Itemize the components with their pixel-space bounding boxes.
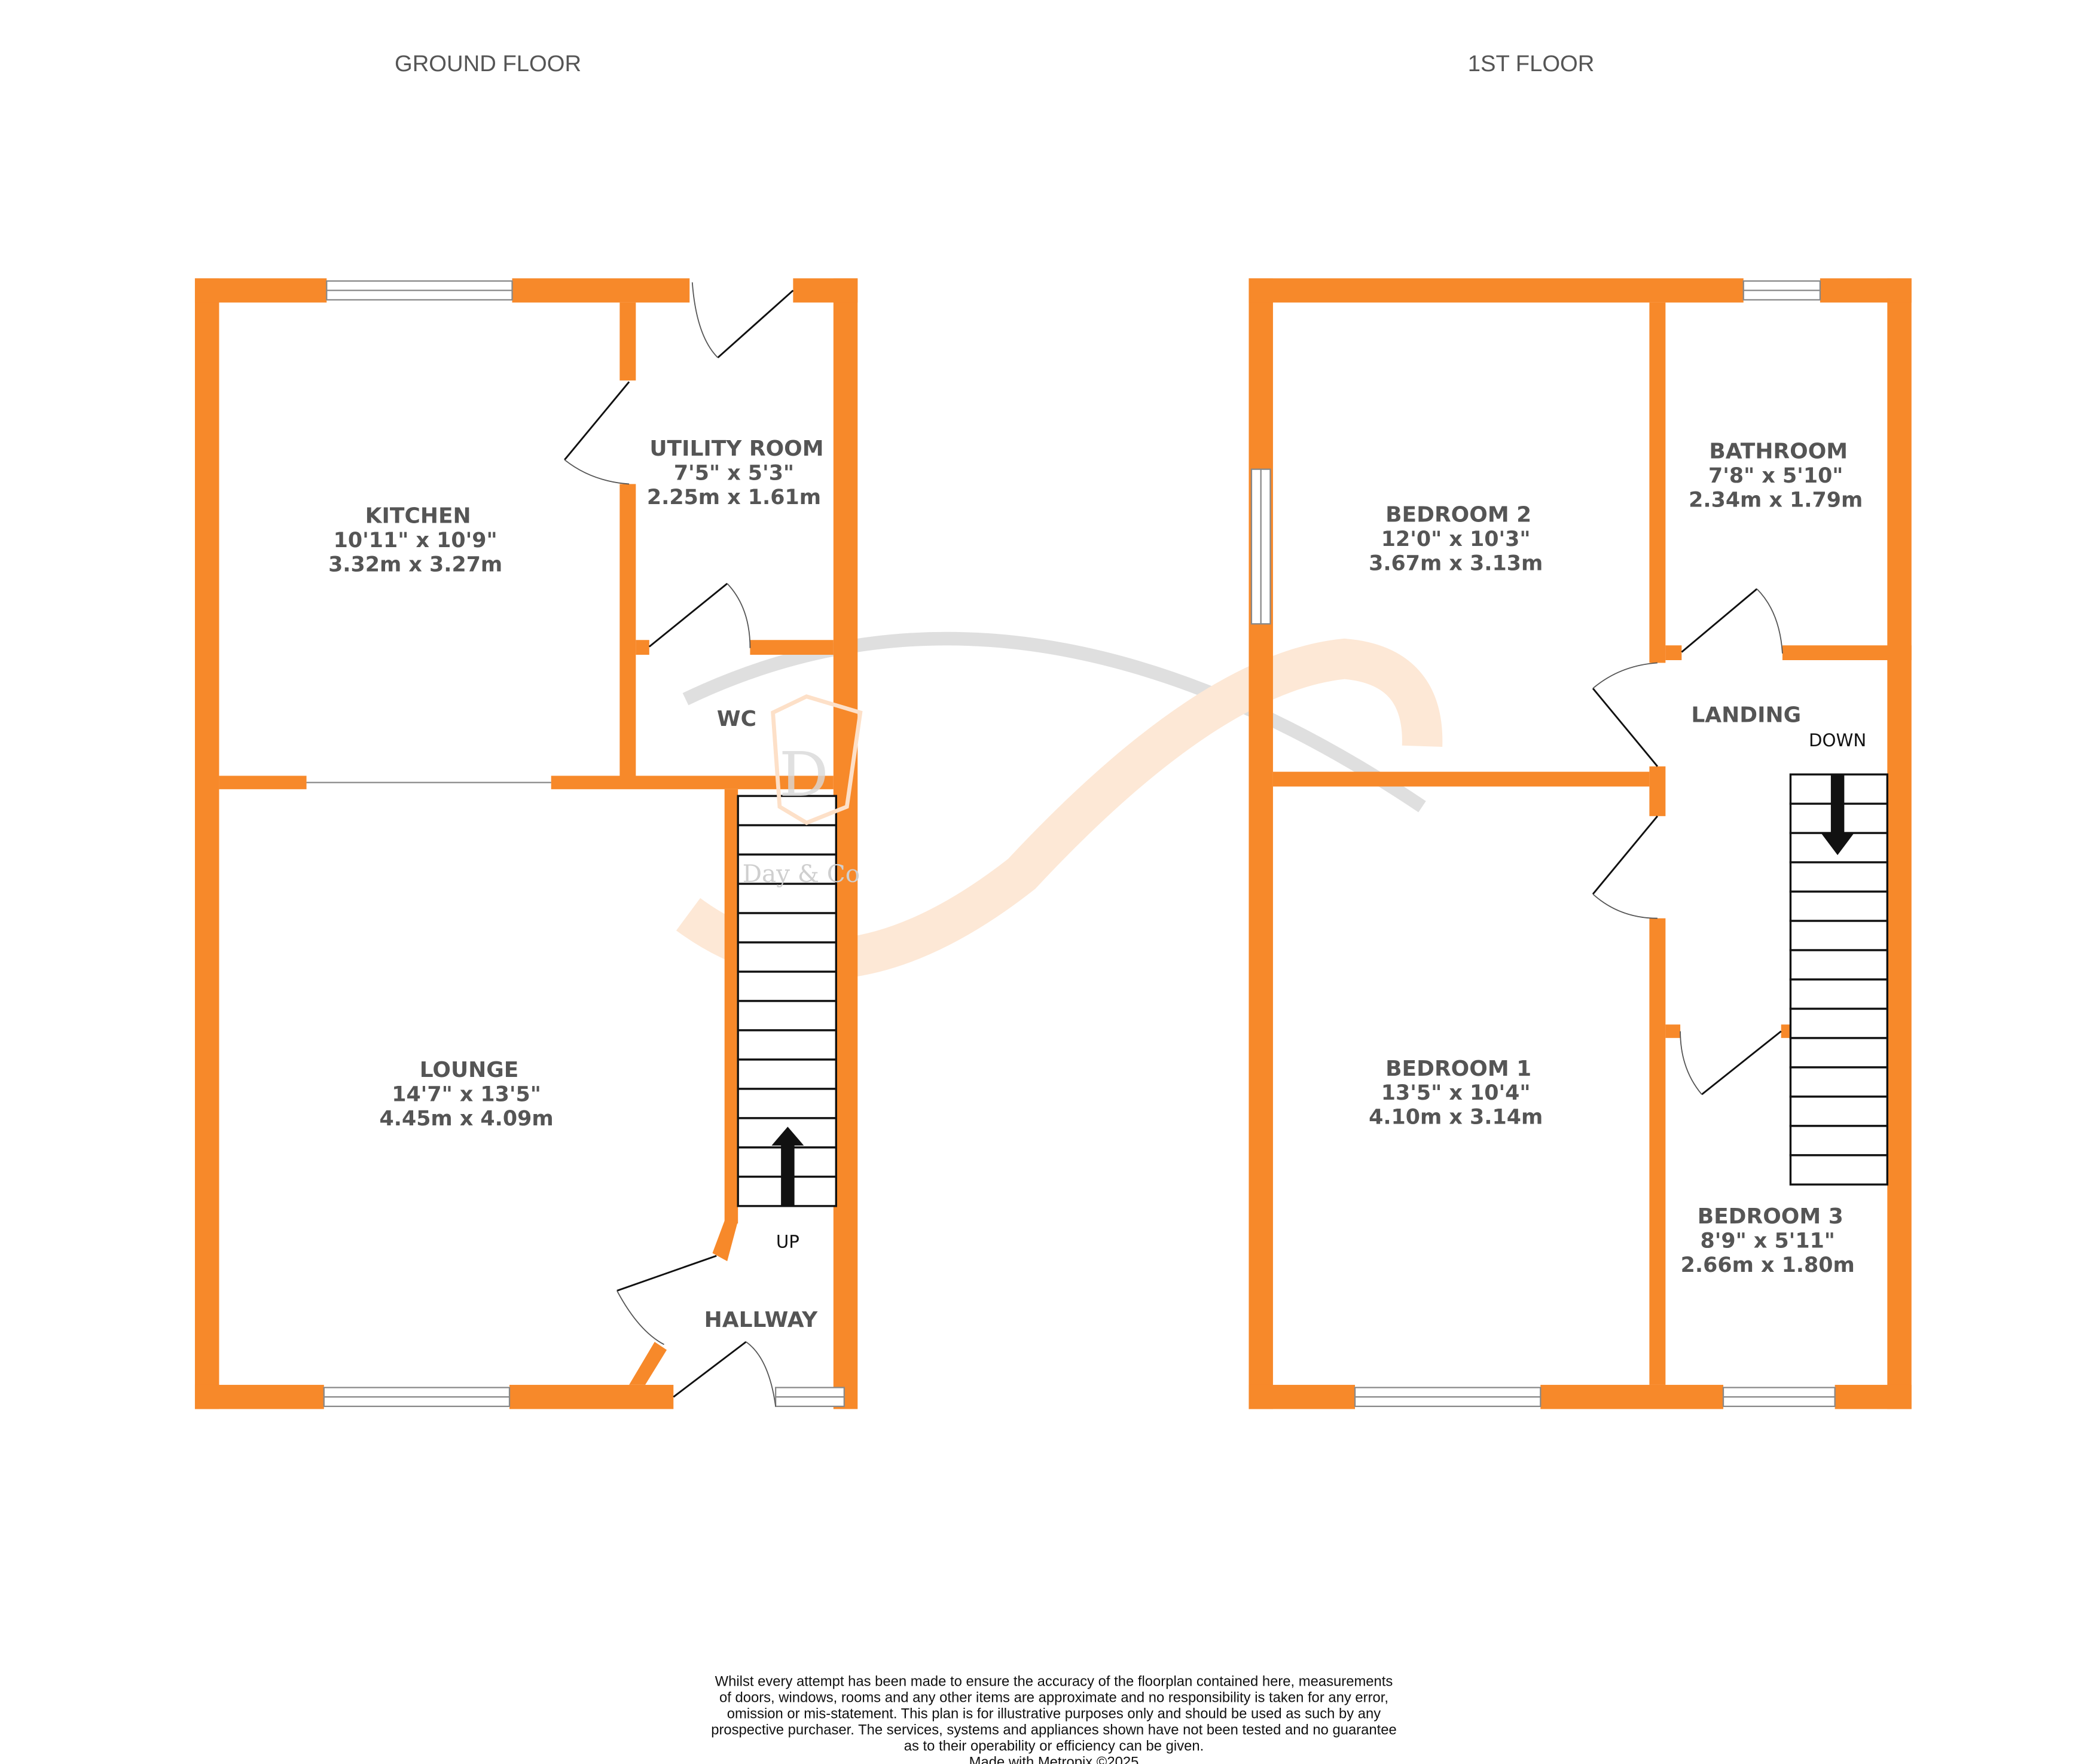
stair-tread [737, 1088, 837, 1119]
ground-floor-title: GROUND FLOOR [395, 51, 581, 77]
stair-tread [1789, 861, 1888, 893]
stair-tread [1789, 1066, 1888, 1098]
arrow-up-icon [771, 1127, 804, 1206]
stair-tread [1789, 1095, 1888, 1127]
first-floor-walls [1249, 278, 1912, 1409]
svg-text:7'8" x 5'10": 7'8" x 5'10" [1708, 464, 1843, 488]
svg-text:7'5" x 5'3": 7'5" x 5'3" [674, 462, 794, 486]
svg-text:BATHROOM: BATHROOM [1709, 440, 1848, 464]
svg-text:13'5" x 10'4": 13'5" x 10'4" [1381, 1081, 1531, 1105]
room-bedroom-3: BEDROOM 3 8'9" x 5'11" 2.66m x 1.80m [1681, 1204, 1855, 1277]
svg-text:prospective purchaser. The ser: prospective purchaser. The services, sys… [711, 1722, 1397, 1738]
ground-floor-windows [323, 280, 845, 1408]
ground-floor-walls [194, 278, 858, 1409]
stair-tread [737, 1029, 837, 1061]
svg-text:BEDROOM 2: BEDROOM 2 [1385, 502, 1531, 527]
stair-tread [1789, 978, 1888, 1010]
stair-tread [737, 853, 837, 885]
stair-tread [737, 883, 837, 914]
stair-tread [737, 970, 837, 1002]
credit: Made with Metropix ©2025 [969, 1754, 1139, 1764]
first-floor-windows [1250, 280, 1836, 1408]
svg-text:UTILITY ROOM: UTILITY ROOM [649, 437, 823, 461]
stair-tread [1789, 1008, 1888, 1039]
svg-text:omission or mis-statement. Thi: omission or mis-statement. This plan is … [727, 1706, 1381, 1722]
stair-tread [737, 1058, 837, 1090]
room-kitchen: KITCHEN 10'11" x 10'9" 3.32m x 3.27m [328, 504, 502, 577]
stair-tread [1789, 949, 1888, 981]
svg-text:of doors, windows, rooms and a: of doors, windows, rooms and any other i… [719, 1690, 1388, 1706]
stair-tread [737, 824, 837, 856]
room-lounge: LOUNGE 14'7" x 13'5" 4.45m x 4.09m [380, 1058, 554, 1131]
stairs-up-label: UP [776, 1232, 799, 1252]
svg-text:BEDROOM 3: BEDROOM 3 [1698, 1204, 1843, 1229]
stair-tread [737, 1000, 837, 1031]
svg-text:3.32m x 3.27m: 3.32m x 3.27m [328, 553, 502, 577]
first-floor-doors [1592, 588, 1783, 1095]
stair-tread [1789, 890, 1888, 922]
stair-tread [1789, 1154, 1888, 1186]
svg-text:12'0" x 10'3": 12'0" x 10'3" [1381, 527, 1531, 551]
room-bedroom-2: BEDROOM 2 12'0" x 10'3" 3.67m x 3.13m [1369, 502, 1543, 575]
svg-text:4.10m x 3.14m: 4.10m x 3.14m [1369, 1106, 1543, 1130]
svg-text:4.45m x 4.09m: 4.45m x 4.09m [380, 1107, 554, 1131]
ground-floor-doors [564, 282, 794, 1407]
svg-text:2.66m x 1.80m: 2.66m x 1.80m [1681, 1253, 1855, 1277]
stair-tread [1789, 1037, 1888, 1069]
first-floor-stairs [1789, 773, 1888, 1186]
svg-text:3.67m x 3.13m: 3.67m x 3.13m [1369, 551, 1543, 575]
svg-text:14'7" x 13'5": 14'7" x 13'5" [392, 1082, 541, 1106]
room-wc: WC [717, 707, 756, 731]
stair-tread [1789, 920, 1888, 951]
first-floor-title: 1ST FLOOR [1468, 51, 1595, 77]
svg-text:2.25m x 1.61m: 2.25m x 1.61m [647, 486, 821, 509]
svg-text:BEDROOM 1: BEDROOM 1 [1385, 1057, 1531, 1081]
room-hallway: HALLWAY [704, 1308, 818, 1332]
svg-text:8'9" x 5'11": 8'9" x 5'11" [1700, 1229, 1835, 1253]
svg-text:Whilst every attempt has been: Whilst every attempt has been made to en… [715, 1674, 1393, 1690]
room-bedroom-1: BEDROOM 1 13'5" x 10'4" 4.10m x 3.14m [1369, 1057, 1543, 1130]
disclaimer: Whilst every attempt has been made to en… [711, 1674, 1397, 1764]
svg-text:2.34m x 1.79m: 2.34m x 1.79m [1689, 489, 1863, 512]
arrow-down-icon [1821, 774, 1854, 856]
stair-tread [1789, 1125, 1888, 1156]
room-bathroom: BATHROOM 7'8" x 5'10" 2.34m x 1.79m [1689, 440, 1863, 512]
svg-text:KITCHEN: KITCHEN [365, 504, 471, 529]
stair-tread [737, 795, 837, 826]
svg-text:as to their operability or eff: as to their operability or efficiency ca… [904, 1738, 1204, 1754]
room-landing: LANDING [1691, 703, 1801, 727]
stair-tread [737, 912, 837, 944]
room-utility: UTILITY ROOM 7'5" x 5'3" 2.25m x 1.61m [647, 437, 824, 509]
stair-tread [737, 941, 837, 973]
svg-text:LOUNGE: LOUNGE [420, 1058, 519, 1082]
stairs-down-label: DOWN [1809, 730, 1866, 750]
svg-text:10'11" x 10'9": 10'11" x 10'9" [334, 529, 497, 553]
